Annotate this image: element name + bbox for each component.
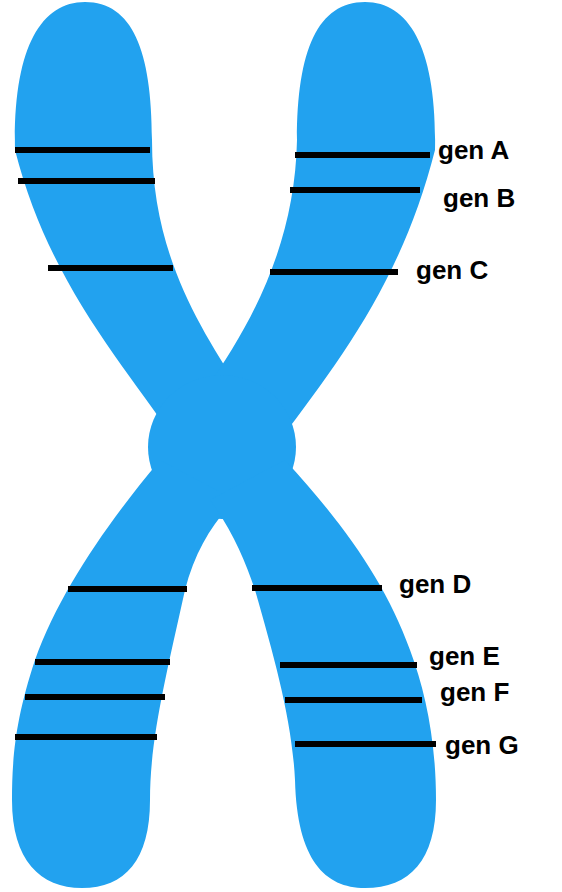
- chromosome-body: [12, 2, 436, 888]
- chromatid-upper-right: [205, 2, 435, 440]
- gene-band: [15, 734, 157, 740]
- gene-label: gen C: [416, 255, 488, 285]
- gene-bands: [15, 150, 436, 744]
- gene-band: [35, 659, 170, 665]
- gene-band: [68, 586, 187, 592]
- gene-band: [15, 147, 150, 153]
- gene-label: gen D: [399, 569, 471, 599]
- gene-band: [280, 662, 417, 668]
- gene-band: [285, 697, 422, 703]
- chromatid-upper-left: [15, 2, 240, 440]
- gene-band: [295, 152, 430, 158]
- gene-label: gen B: [443, 183, 515, 213]
- gene-band: [18, 178, 155, 184]
- gene-band: [295, 741, 436, 747]
- chromatid-lower-right: [210, 460, 436, 888]
- gene-band: [270, 269, 398, 275]
- gene-label: gen A: [438, 135, 509, 165]
- gene-band: [290, 187, 420, 193]
- gene-label: gen F: [440, 677, 509, 707]
- gene-band: [25, 694, 165, 700]
- gene-label: gen E: [429, 641, 500, 671]
- gene-band: [252, 585, 382, 591]
- chromatid-lower-left: [12, 460, 235, 888]
- gene-band: [48, 265, 173, 271]
- gene-label: gen G: [445, 730, 519, 760]
